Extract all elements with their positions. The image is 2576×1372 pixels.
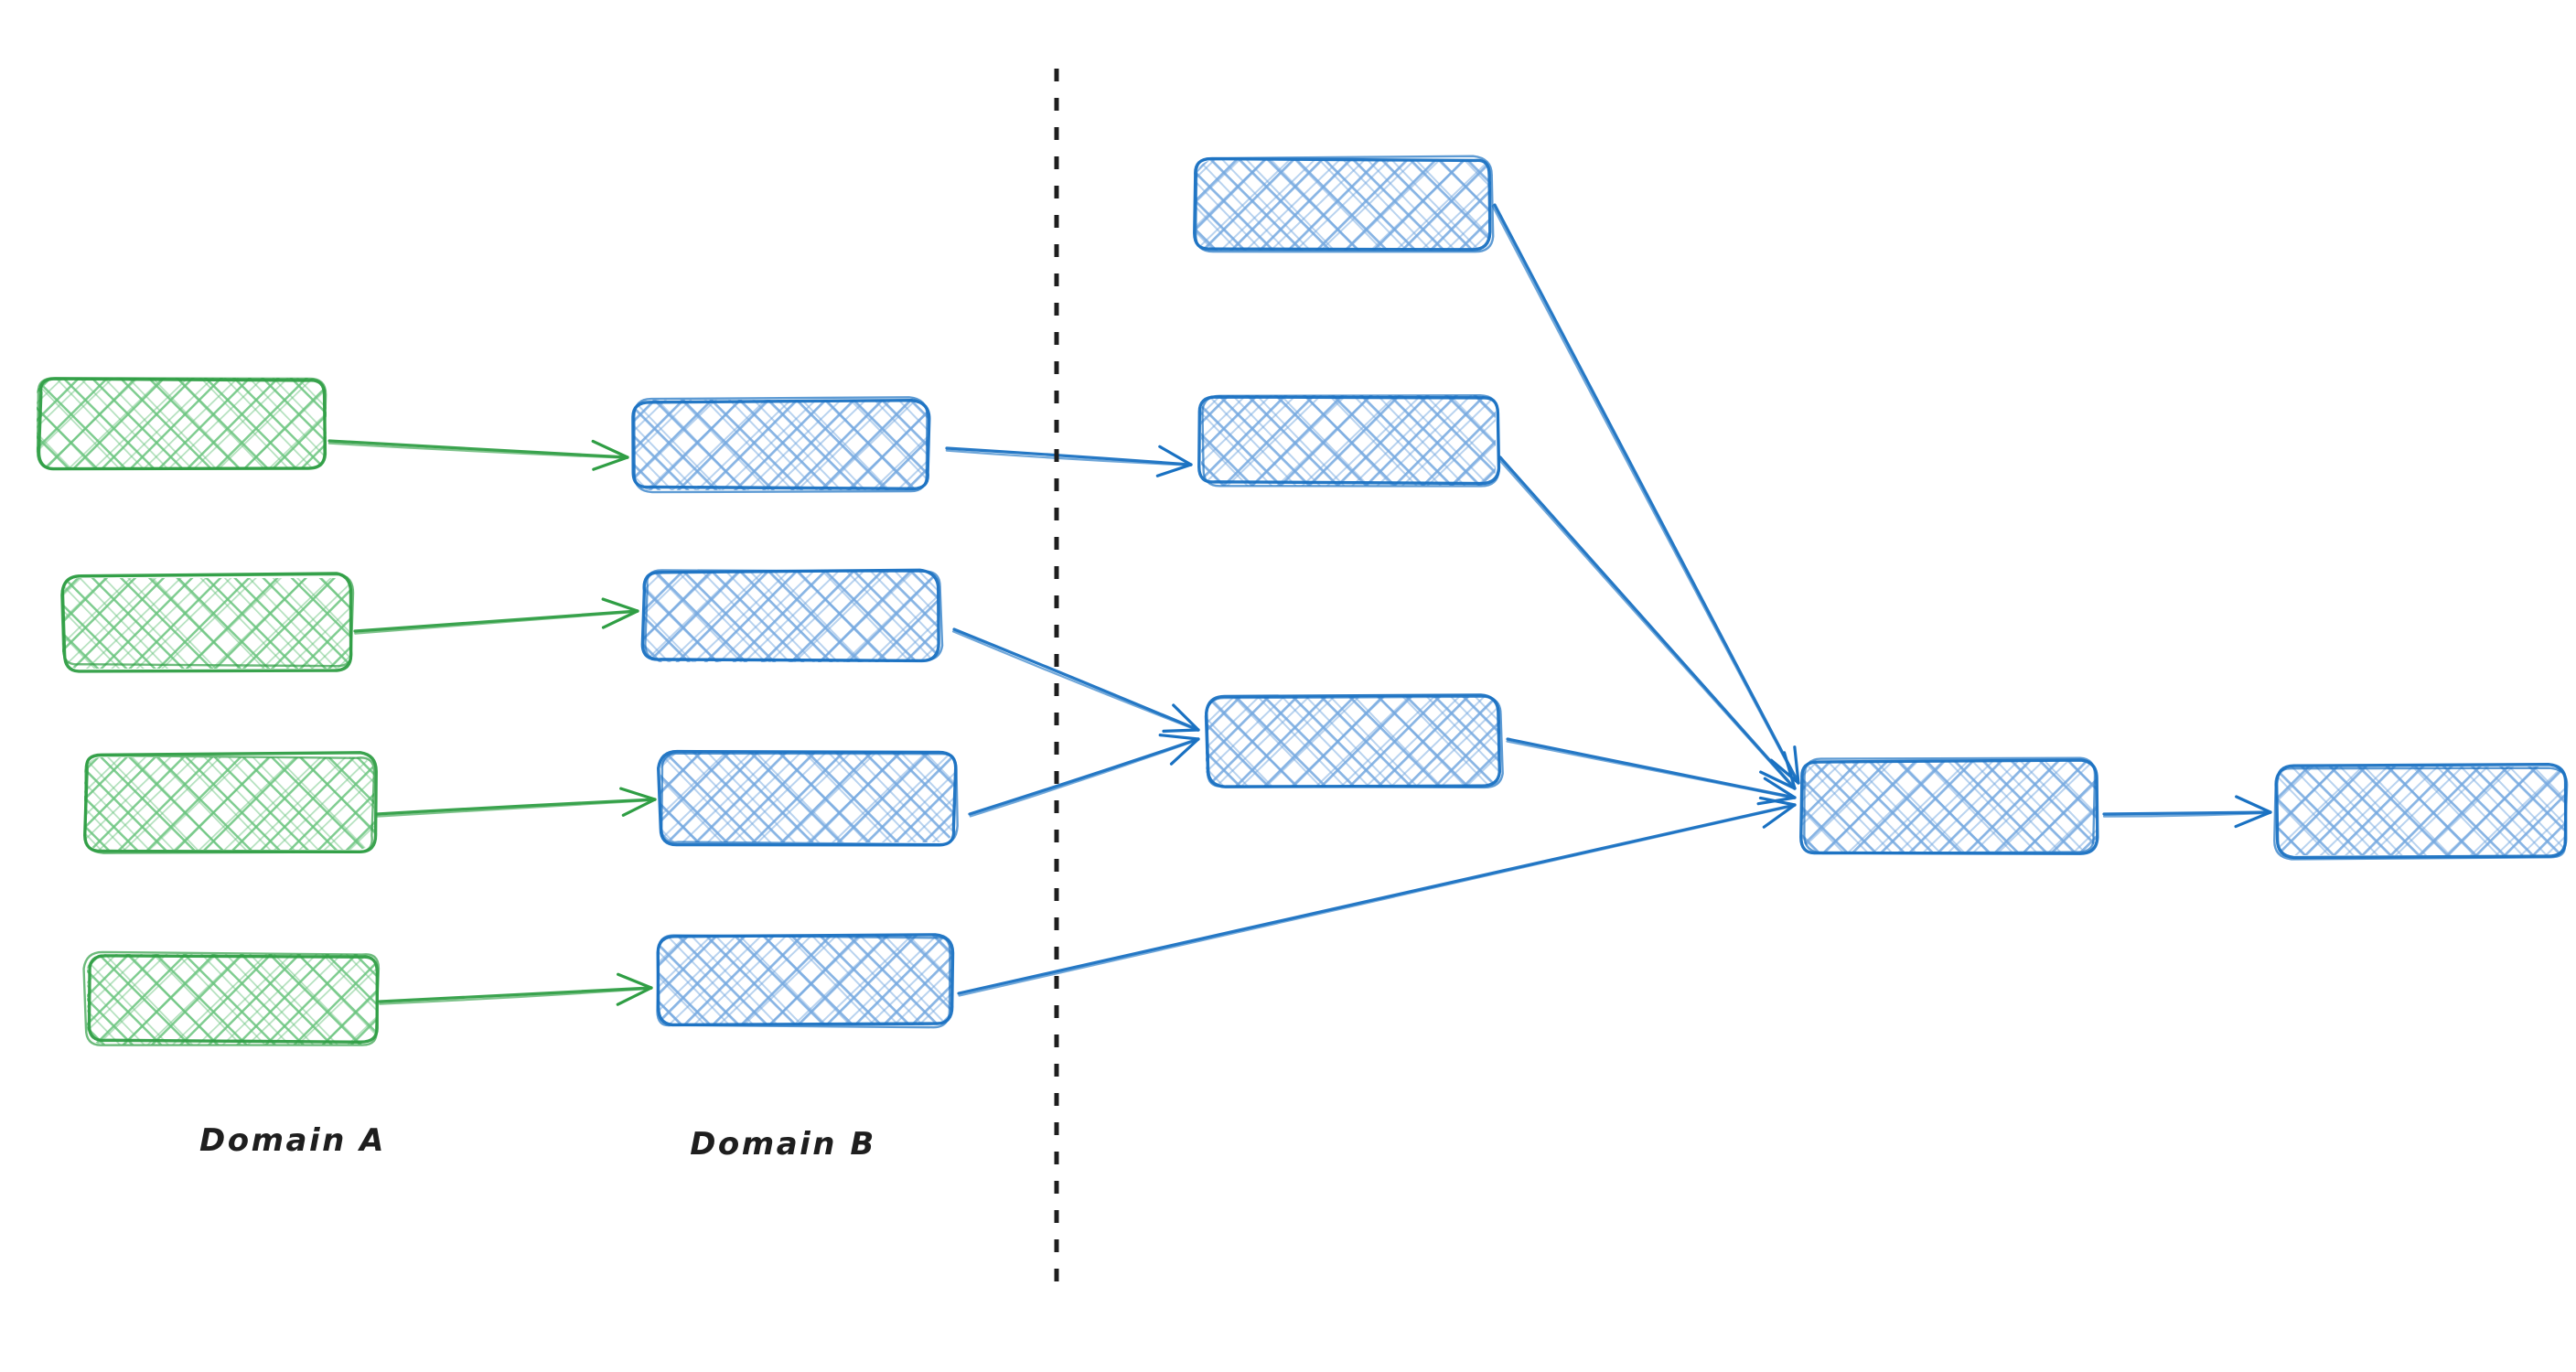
domain-b-label: Domain B [690, 1126, 876, 1163]
edge-a1-to-m1[interactable] [327, 439, 629, 471]
edge-a2-to-m2[interactable] [353, 597, 639, 635]
edge-m2-to-b3[interactable] [951, 627, 1200, 733]
node-b1[interactable] [1193, 155, 1495, 253]
edge-b1-to-hub[interactable] [1491, 203, 1800, 785]
node-hub[interactable] [1799, 756, 2099, 855]
node-m4[interactable] [656, 933, 955, 1029]
node-a3[interactable] [83, 751, 378, 854]
edge-hub-to-out[interactable] [2102, 795, 2272, 829]
edge-a4-to-m4[interactable] [378, 972, 653, 1006]
node-b3[interactable] [1204, 693, 1504, 789]
nodes-layer [36, 155, 2569, 1046]
edge-a3-to-m3[interactable] [375, 787, 657, 818]
node-out[interactable] [2273, 762, 2569, 861]
node-a1[interactable] [36, 377, 327, 471]
edge-m4-to-hub[interactable] [957, 796, 1797, 997]
node-a4[interactable] [82, 950, 381, 1046]
edge-m1-to-b2[interactable] [945, 445, 1193, 477]
edge-b3-to-hub[interactable] [1506, 737, 1797, 806]
node-m2[interactable] [640, 568, 944, 663]
node-m1[interactable] [631, 396, 931, 494]
edges-layer [327, 203, 2272, 1006]
node-a2[interactable] [60, 572, 355, 673]
edge-b2-to-hub[interactable] [1497, 456, 1797, 790]
node-b2[interactable] [1197, 394, 1501, 488]
node-m3[interactable] [657, 749, 959, 847]
edge-m3-to-b3[interactable] [968, 734, 1200, 818]
domain-a-label: Domain A [199, 1122, 386, 1159]
